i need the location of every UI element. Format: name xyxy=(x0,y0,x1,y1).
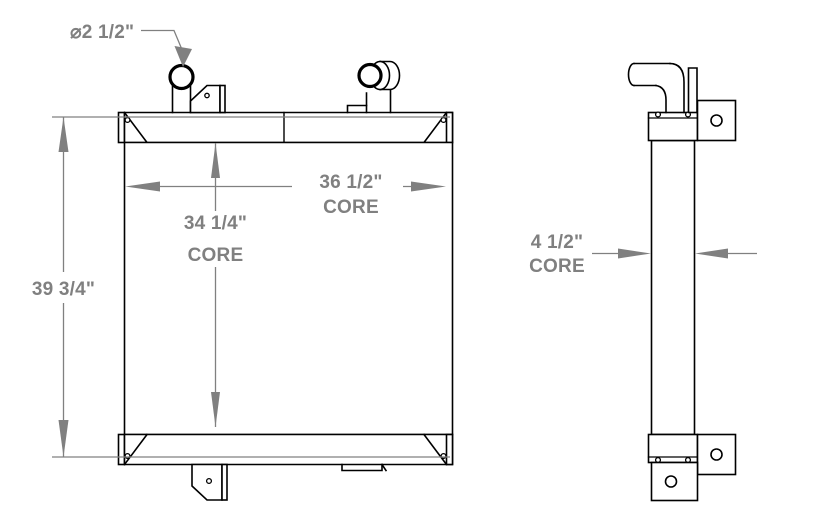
core-width-value: 36 1/2" xyxy=(319,172,382,193)
side-view-group xyxy=(627,62,737,502)
side-top-tank xyxy=(647,111,699,142)
front-bottom-tank xyxy=(117,433,454,466)
dimension-core-depth: 4 1/2" CORE xyxy=(529,232,757,277)
core-depth-label: CORE xyxy=(529,256,585,277)
overall-height-arrow-top xyxy=(58,117,69,152)
front-bottom-mount-bracket xyxy=(191,463,228,501)
side-bottom-mount-tab xyxy=(696,433,737,476)
port-diameter-symbol: ⌀ xyxy=(70,22,82,43)
side-top-mount-tab xyxy=(696,99,737,142)
core-depth-arrow-right xyxy=(695,248,728,259)
front-inlet-port-assembly xyxy=(168,63,226,114)
port-diameter-value: 2 1/2" xyxy=(82,22,134,43)
side-bottom-drop-bracket xyxy=(650,461,699,502)
outlet-port-circle xyxy=(357,62,383,89)
core-height-value: 34 1/4" xyxy=(184,213,247,234)
leader-arrowhead xyxy=(174,46,192,67)
dimension-core-height: 34 1/4" CORE xyxy=(184,143,247,427)
dimension-core-width: 36 1/2" CORE xyxy=(125,172,446,218)
core-height-arrow-bottom xyxy=(211,392,220,427)
core-height-arrow-top xyxy=(211,143,220,178)
core-height-label: CORE xyxy=(188,245,244,266)
core-depth-arrow-left xyxy=(618,248,651,259)
core-width-arrow-right xyxy=(411,181,446,192)
core-width-label: CORE xyxy=(323,197,379,218)
overall-height-value: 39 3/4" xyxy=(32,279,95,300)
core-width-arrow-left xyxy=(125,181,160,192)
side-core-body xyxy=(650,139,696,436)
front-bottom-drain-plate xyxy=(341,463,388,472)
overall-height-arrow-bottom xyxy=(58,420,69,457)
dimension-port-diameter: ⌀ 2 1/2" xyxy=(70,22,192,67)
front-outlet-port-assembly xyxy=(346,60,401,114)
front-top-tank xyxy=(117,111,454,144)
front-view-group xyxy=(117,60,454,501)
side-bottom-tank xyxy=(647,433,699,464)
inlet-port-circle xyxy=(168,63,195,91)
core-depth-value: 4 1/2" xyxy=(531,232,583,253)
dimension-overall-height: 39 3/4" xyxy=(32,116,450,458)
side-elbow-pipe xyxy=(627,62,698,114)
